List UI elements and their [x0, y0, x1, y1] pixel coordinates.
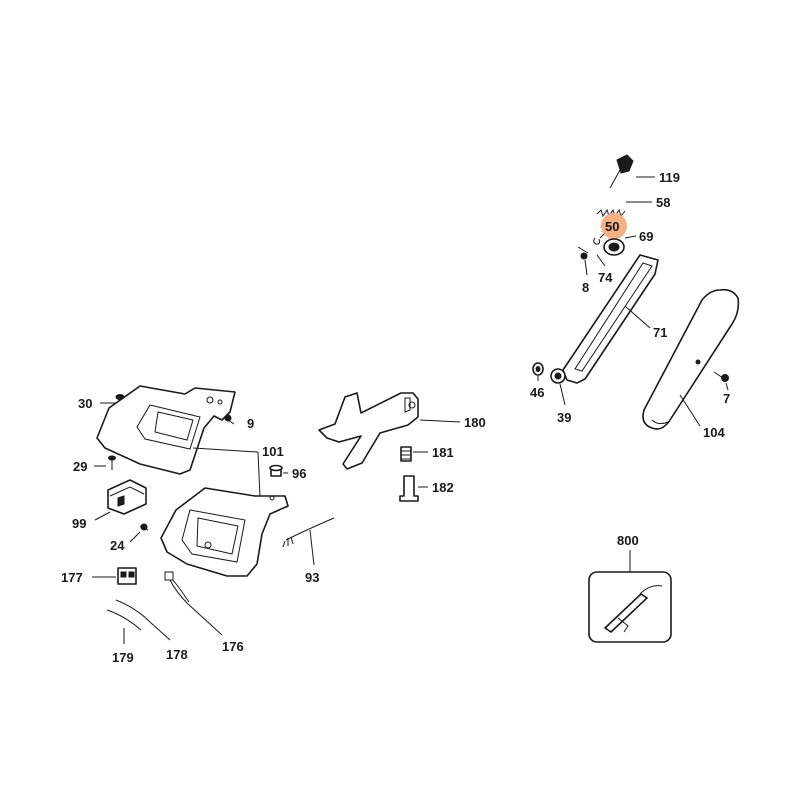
- part-179-lead[interactable]: 179: [106, 609, 142, 665]
- callout-71: 71: [653, 325, 667, 340]
- callout-8: 8: [582, 280, 589, 295]
- callout-176: 176: [222, 639, 244, 654]
- callout-9: 9: [247, 416, 254, 431]
- callout-7: 7: [723, 391, 730, 406]
- part-800-grease-gun-box[interactable]: 800: [588, 533, 672, 643]
- callout-58: 58: [656, 195, 670, 210]
- part-24-screw[interactable]: 24: [110, 523, 149, 553]
- part-8-screw[interactable]: 8: [577, 246, 589, 295]
- part-182-bolt[interactable]: 182: [399, 475, 454, 502]
- callout-179: 179: [112, 650, 134, 665]
- part-46-washer[interactable]: 46: [530, 362, 544, 400]
- callout-178: 178: [166, 647, 188, 662]
- callout-group-101: 101: [192, 444, 284, 498]
- callout-104: 104: [703, 425, 725, 440]
- callout-101: 101: [262, 444, 284, 459]
- part-93-cable[interactable]: 93: [282, 517, 335, 585]
- highlight-marker: [601, 213, 627, 239]
- part-180-bracket[interactable]: 180: [318, 392, 486, 470]
- part-7-screw[interactable]: 7: [713, 371, 730, 406]
- part-177-connector[interactable]: 177: [61, 567, 137, 585]
- callout-182: 182: [432, 480, 454, 495]
- part-39-washer[interactable]: 39: [550, 368, 571, 425]
- callout-181: 181: [432, 445, 454, 460]
- part-58-spring[interactable]: 58: [596, 195, 670, 218]
- part-104-guard[interactable]: 104: [642, 288, 740, 440]
- part-69-nut[interactable]: 69: [603, 229, 653, 256]
- callout-93: 93: [305, 570, 319, 585]
- part-101-housing-upper[interactable]: [96, 385, 236, 475]
- callout-119: 119: [659, 170, 680, 185]
- callout-46: 46: [530, 385, 544, 400]
- callout-50: 50: [605, 219, 619, 234]
- callout-69: 69: [639, 229, 653, 244]
- part-178-lead[interactable]: 178: [115, 599, 188, 662]
- callout-800: 800: [617, 533, 639, 548]
- part-29-screw[interactable]: 29: [73, 455, 116, 474]
- part-50-clip[interactable]: 50: [593, 213, 627, 245]
- callout-30: 30: [78, 396, 92, 411]
- part-181-screw[interactable]: 181: [400, 445, 454, 462]
- part-119-knob-screw[interactable]: 119: [609, 154, 680, 189]
- callout-96: 96: [292, 466, 306, 481]
- part-74-pin[interactable]: 74: [596, 254, 613, 285]
- callout-74: 74: [598, 270, 613, 285]
- part-101-housing-lower[interactable]: [160, 487, 289, 577]
- part-99-switch[interactable]: 99: [72, 479, 147, 531]
- callout-24: 24: [110, 538, 125, 553]
- callout-99: 99: [72, 516, 86, 531]
- callout-177: 177: [61, 570, 83, 585]
- part-96-plug[interactable]: 96: [269, 464, 306, 482]
- callout-39: 39: [557, 410, 571, 425]
- part-71-guide-bar[interactable]: 71: [562, 254, 667, 384]
- callout-29: 29: [73, 459, 87, 474]
- part-9-screw[interactable]: 9: [224, 414, 254, 431]
- part-176-wiring[interactable]: 176: [164, 571, 244, 654]
- callout-180: 180: [464, 415, 486, 430]
